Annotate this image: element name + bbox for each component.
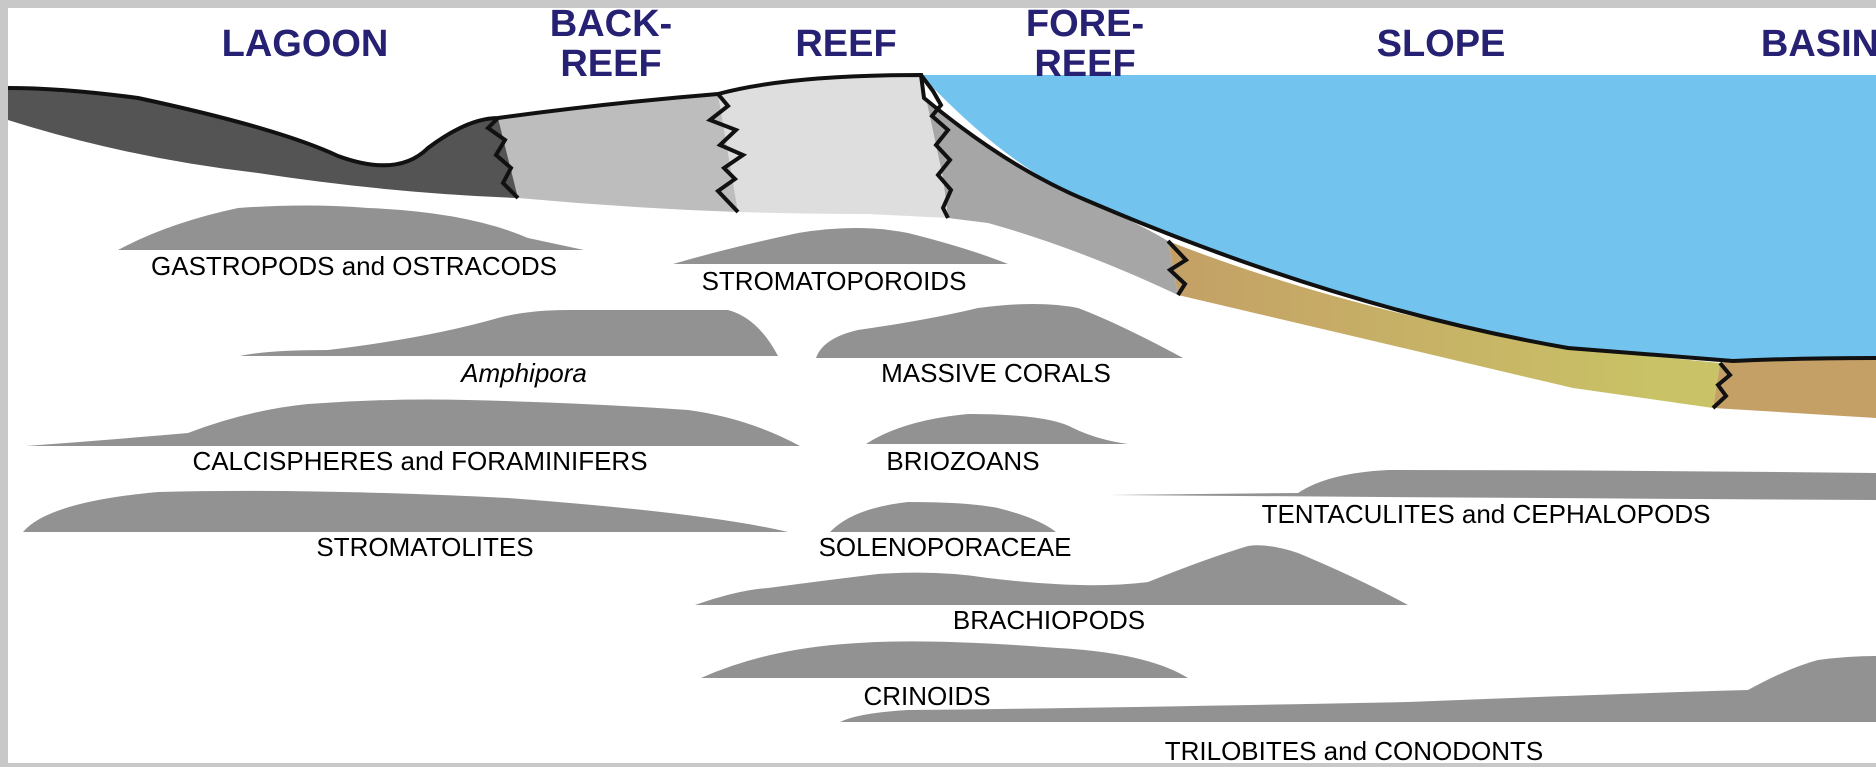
diagram-canvas: GASTROPODS and OSTRACODS STROMATOPOROIDS… bbox=[8, 8, 1876, 763]
label-stromatoporoids: STROMATOPOROIDS bbox=[702, 266, 967, 296]
zone-lagoon: LAGOON bbox=[222, 24, 389, 64]
zone-basin: BASIN bbox=[1761, 24, 1876, 64]
label-tentaculites-cephalopods: TENTACULITES and CEPHALOPODS bbox=[1262, 499, 1711, 529]
abundance-crinoids bbox=[701, 641, 1188, 678]
lagoon-sediment bbox=[8, 88, 518, 198]
abundance-amphipora bbox=[240, 310, 778, 356]
zone-slope-line: SLOPE bbox=[1377, 24, 1506, 64]
zone-slope: SLOPE bbox=[1377, 24, 1506, 64]
reef-core bbox=[718, 75, 948, 218]
label-gastropods-ostracods: GASTROPODS and OSTRACODS bbox=[151, 251, 557, 281]
label-crinoids: CRINOIDS bbox=[863, 681, 990, 711]
label-solenoporaceae: SOLENOPORACEAE bbox=[819, 532, 1072, 562]
zone-fore-reef-line-1: FORE- bbox=[1026, 4, 1144, 44]
label-brachiopods: BRACHIOPODS bbox=[953, 605, 1145, 635]
zone-back-reef-line-1: BACK- bbox=[550, 4, 672, 44]
abundance-calcispheres-foraminifers bbox=[26, 400, 800, 447]
zone-reef: REEF bbox=[795, 24, 896, 64]
zone-reef-line: REEF bbox=[795, 24, 896, 64]
label-stromatolites: STROMATOLITES bbox=[316, 532, 533, 562]
abundance-tentaculites-cephalopods bbox=[1108, 470, 1876, 500]
abundance-briozoans bbox=[866, 414, 1128, 444]
zone-fore-reef: FORE- REEF bbox=[1026, 4, 1144, 84]
zone-lagoon-line: LAGOON bbox=[222, 24, 389, 64]
facies-profile-graphic: GASTROPODS and OSTRACODS STROMATOPOROIDS… bbox=[8, 8, 1876, 763]
basin-sediment bbox=[1713, 358, 1876, 418]
abundance-solenoporaceae bbox=[830, 502, 1056, 532]
zone-back-reef: BACK- REEF bbox=[550, 4, 672, 84]
label-briozoans: BRIOZOANS bbox=[886, 446, 1039, 476]
zone-basin-line: BASIN bbox=[1761, 24, 1876, 64]
zone-back-reef-line-2: REEF bbox=[550, 44, 672, 84]
abundance-massive-corals bbox=[816, 304, 1183, 358]
label-amphipora: Amphipora bbox=[459, 358, 587, 388]
abundance-stromatolites bbox=[23, 491, 788, 532]
label-calcispheres-foraminifers: CALCISPHERES and FORAMINIFERS bbox=[192, 446, 647, 476]
zone-fore-reef-line-2: REEF bbox=[1026, 44, 1144, 84]
abundance-stromatoporoids bbox=[673, 228, 1008, 264]
label-trilobites-conodonts: TRILOBITES and CONODONTS bbox=[1165, 736, 1544, 763]
label-massive-corals: MASSIVE CORALS bbox=[881, 358, 1111, 388]
abundance-gastropods-ostracods bbox=[118, 206, 584, 251]
